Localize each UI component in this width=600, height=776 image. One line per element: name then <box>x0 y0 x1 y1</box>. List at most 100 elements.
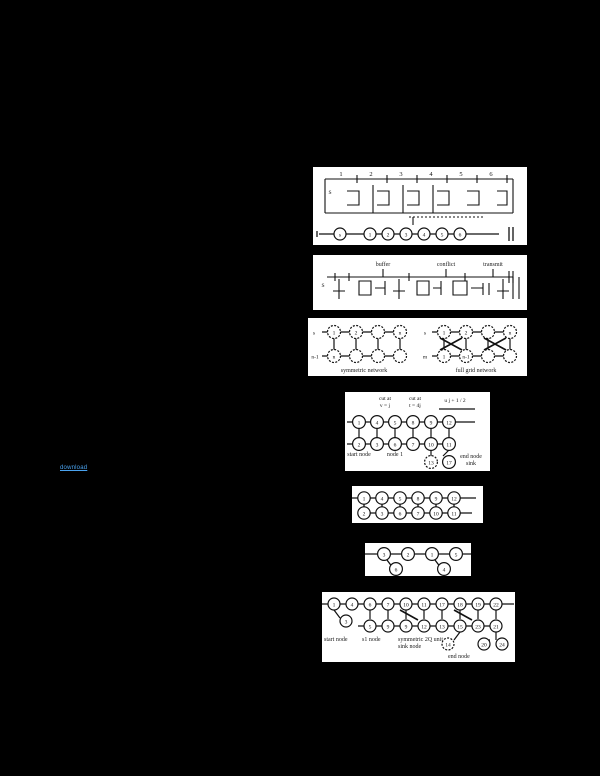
svg-text:6: 6 <box>489 171 493 178</box>
figure-1-node-chain <box>316 227 514 241</box>
svg-text:start node: start node <box>347 452 371 458</box>
svg-text:S: S <box>328 190 331 196</box>
svg-text:17: 17 <box>439 602 445 608</box>
svg-text:4: 4 <box>429 171 433 178</box>
svg-text:1: 1 <box>369 233 372 239</box>
figure-3-two-panel-grid: 1 2 n n s n-1 symmetric network <box>308 318 527 376</box>
svg-text:end node: end node <box>448 654 470 660</box>
svg-text:n: n <box>399 331 402 337</box>
svg-text:buffer: buffer <box>376 261 391 268</box>
download-link[interactable]: download <box>60 465 88 471</box>
svg-text:6: 6 <box>459 233 462 239</box>
figure-2-diagram <box>327 269 520 299</box>
svg-text:s: s <box>339 233 341 239</box>
svg-text:2: 2 <box>358 443 361 449</box>
figure-4-labels: start node node 1 end node sink <box>347 452 482 467</box>
svg-text:17: 17 <box>446 461 452 467</box>
figure-4-annotated-ladder: cut at v = j cut at t = 4j u j + 1 / 2 1… <box>345 392 490 471</box>
svg-text:sink: sink <box>466 461 476 467</box>
svg-text:s1 node: s1 node <box>362 637 381 643</box>
svg-text:5: 5 <box>459 171 462 178</box>
svg-text:2: 2 <box>355 331 358 337</box>
svg-text:symmetric 2Q unit: symmetric 2Q unit <box>398 637 443 643</box>
svg-text:21: 21 <box>493 624 499 630</box>
figure-2-group-labels: buffer conflict transmit <box>376 261 503 268</box>
svg-text:13: 13 <box>428 461 434 467</box>
svg-text:3: 3 <box>376 443 379 449</box>
svg-text:sink node: sink node <box>398 644 422 650</box>
svg-text:4: 4 <box>351 602 354 608</box>
svg-text:7: 7 <box>417 511 420 517</box>
figure-6-nodes: 3 2 1 5 6 4 <box>377 546 463 576</box>
svg-text:n-1: n-1 <box>311 355 319 361</box>
figure-2-start-label: S <box>321 283 324 289</box>
svg-text:cut at: cut at <box>409 396 422 402</box>
figure-1-nodes: s 1 2 3 4 5 6 <box>333 227 467 241</box>
figure-3-right-caption: full grid network <box>456 367 497 374</box>
svg-text:2: 2 <box>387 233 390 239</box>
svg-text:20: 20 <box>481 642 487 648</box>
svg-text:1: 1 <box>333 602 336 608</box>
svg-text:5: 5 <box>394 421 397 427</box>
svg-text:1: 1 <box>358 421 361 427</box>
svg-text:24: 24 <box>499 642 505 648</box>
figure-4-nodes: 1 4 5 8 9 12 2 3 6 7 10 <box>351 415 456 469</box>
svg-text:3: 3 <box>405 233 408 239</box>
svg-text:2: 2 <box>369 171 372 178</box>
svg-text:1: 1 <box>431 552 434 558</box>
svg-text:3: 3 <box>345 619 348 625</box>
svg-text:cut at: cut at <box>379 396 392 402</box>
svg-text:6: 6 <box>394 443 397 449</box>
figure-7-nodes-top: 1 4 6 7 10 11 17 18 19 22 <box>327 597 503 611</box>
figure-7-wide-ladder: 1 4 6 7 10 11 17 18 19 22 <box>322 592 515 662</box>
svg-text:s: s <box>424 331 426 337</box>
svg-text:1: 1 <box>443 355 446 361</box>
svg-text:3: 3 <box>399 171 402 178</box>
svg-text:6: 6 <box>369 602 372 608</box>
svg-text:13: 13 <box>439 624 445 630</box>
svg-text:1: 1 <box>363 496 366 502</box>
svg-text:8: 8 <box>412 421 415 427</box>
svg-text:22: 22 <box>493 602 499 608</box>
svg-text:11: 11 <box>446 443 452 449</box>
svg-text:18: 18 <box>457 602 463 608</box>
svg-text:10: 10 <box>433 511 439 517</box>
figure-1-timeline <box>324 175 514 225</box>
figure-3-left-caption: symmetric network <box>341 368 388 374</box>
svg-text:m: m <box>423 355 428 361</box>
svg-text:9: 9 <box>430 421 433 427</box>
svg-text:2: 2 <box>363 511 366 517</box>
svg-text:5: 5 <box>441 233 444 239</box>
figure-3-left-panel <box>322 331 401 357</box>
figure-7-nodes-bottom: 3 5 9 9 12 13 15 23 21 14 20 <box>339 614 509 651</box>
svg-text:5: 5 <box>399 496 402 502</box>
figure-5-nodes: 1 4 5 8 9 12 2 3 6 7 10 <box>357 491 461 520</box>
svg-text:6: 6 <box>399 511 402 517</box>
svg-text:9: 9 <box>387 624 390 630</box>
svg-text:11: 11 <box>421 602 427 608</box>
svg-text:1: 1 <box>339 171 342 178</box>
svg-text:2: 2 <box>465 331 468 337</box>
svg-text:7: 7 <box>387 602 390 608</box>
svg-text:6: 6 <box>395 567 398 573</box>
svg-text:end node: end node <box>460 454 482 460</box>
svg-text:12: 12 <box>421 624 427 630</box>
figure-3-right-nodes: 1 2 n 1 n-1 s m <box>423 324 518 364</box>
svg-text:start node: start node <box>324 637 348 643</box>
svg-text:2: 2 <box>407 552 410 558</box>
figure-3-right-panel <box>432 331 511 357</box>
svg-text:4: 4 <box>381 496 384 502</box>
svg-text:n: n <box>509 331 512 337</box>
svg-text:14: 14 <box>445 642 451 648</box>
svg-text:10: 10 <box>428 443 434 449</box>
svg-text:1: 1 <box>443 331 446 337</box>
svg-text:9: 9 <box>405 624 408 630</box>
svg-text:11: 11 <box>451 511 457 517</box>
svg-text:4: 4 <box>443 567 446 573</box>
svg-text:node 1: node 1 <box>387 452 403 458</box>
svg-text:10: 10 <box>403 602 409 608</box>
figure-7-edges <box>322 603 514 641</box>
svg-text:3: 3 <box>383 552 386 558</box>
figure-6-small-graph: 3 2 1 5 6 4 <box>365 543 471 576</box>
